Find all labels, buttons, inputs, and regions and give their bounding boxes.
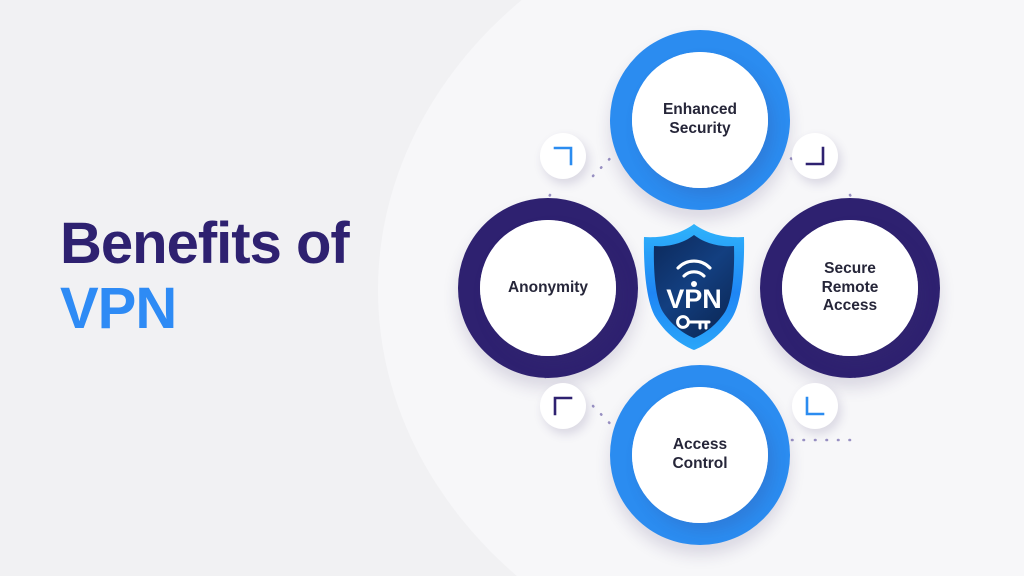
title-line-2: VPN [60,275,177,341]
vpn-benefits-diagram: Enhanced Security Secure Remote Access A [430,20,970,560]
badge-top-left[interactable] [540,133,586,179]
badge-top-right[interactable] [792,133,838,179]
node-label-line-2: Control [672,455,728,472]
node-label: Anonymity [498,279,598,298]
node-inner-circle: Enhanced Security [632,52,768,188]
node-secure-remote-access[interactable]: Secure Remote Access [760,198,940,378]
vpn-shield-icon: VPN [638,222,750,352]
node-anonymity[interactable]: Anonymity [458,198,638,378]
node-inner-circle: Secure Remote Access [782,220,918,356]
corner-bracket-bottom-left-icon [805,146,825,166]
node-label: Secure Remote Access [812,260,889,317]
node-inner-circle: Access Control [632,387,768,523]
node-access-control[interactable]: Access Control [610,365,790,545]
badge-bottom-left[interactable] [540,383,586,429]
corner-bracket-bottom-right-icon [805,396,825,416]
node-label-line-2: Remote [821,278,879,296]
corner-bracket-top-left-icon [553,396,573,416]
node-enhanced-security[interactable]: Enhanced Security [610,30,790,210]
node-label: Enhanced Security [653,101,747,139]
wifi-signal-icon [676,259,712,278]
node-label: Access Control [662,436,737,474]
badge-bottom-right[interactable] [792,383,838,429]
node-label-line-1: Anonymity [507,278,589,296]
wifi-dot [691,281,697,287]
node-label-line-1: Enhanced [662,101,738,119]
node-label-line-1: Access [672,436,728,454]
node-label-line-1: Secure [824,259,876,277]
title-line-1: Benefits of [60,211,350,276]
node-inner-circle: Anonymity [480,220,616,356]
node-label-line-3: Access [822,297,878,315]
corner-bracket-top-right-icon [553,146,573,166]
shield-text: VPN [666,284,722,314]
key-icon [676,315,711,330]
page-title: Benefits of VPN [60,211,400,342]
node-label-line-2: Security [669,120,731,137]
